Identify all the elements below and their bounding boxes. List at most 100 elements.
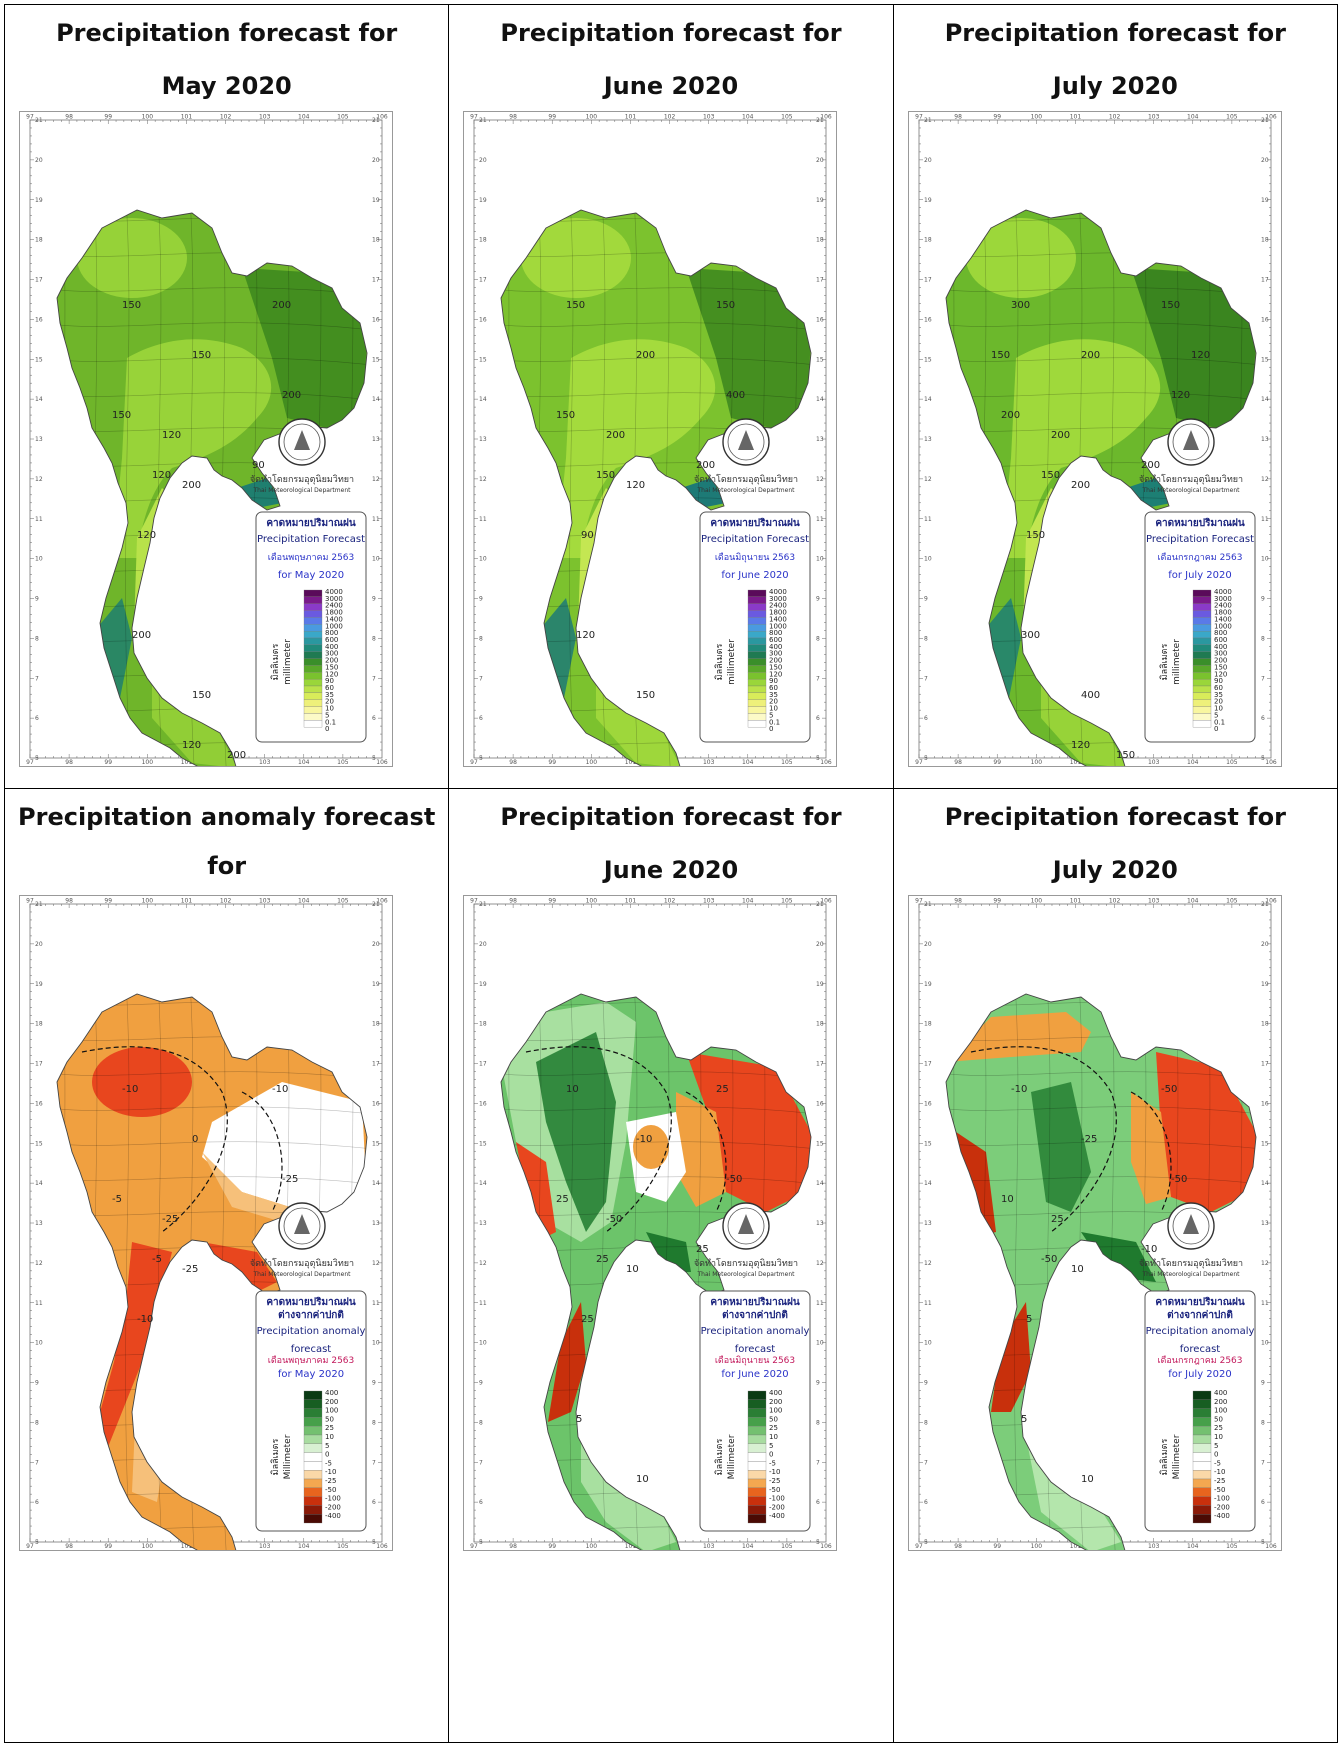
legend-swatch <box>1192 720 1211 728</box>
legend-level-label: -10 <box>325 1468 336 1476</box>
lat-tick-label: 14 <box>372 396 380 403</box>
lat-tick-label: 15 <box>35 356 43 363</box>
lat-tick-label: 20 <box>35 941 43 948</box>
lon-tick-label: 106 <box>821 114 833 121</box>
legend-swatch <box>1192 610 1211 618</box>
lat-tick-label: 21 <box>35 117 43 124</box>
lat-tick-label: 12 <box>1261 476 1269 483</box>
contour-label: 25 <box>696 1244 709 1255</box>
legend-swatch <box>303 1461 323 1471</box>
legend-level-label: 200 <box>1214 1398 1227 1406</box>
legend-unit-thai: มิลลิเมตร <box>714 1439 725 1476</box>
lon-tick-label: 103 <box>1148 114 1160 121</box>
legend-level-label: 120 <box>769 670 782 678</box>
lat-tick-label: 5 <box>816 1539 820 1546</box>
legend-unit-thai: มิลลิเมตร <box>270 644 281 681</box>
lon-tick-label: 105 <box>781 898 793 905</box>
lat-tick-label: 17 <box>924 277 932 284</box>
contour-label: 150 <box>1041 470 1060 481</box>
lon-tick-label: 103 <box>1148 759 1160 766</box>
contour-label: 10 <box>636 1474 649 1485</box>
lon-tick-label: 101 <box>625 1543 637 1550</box>
legend-month-english: for June 2020 <box>722 1369 789 1380</box>
legend-box: คาดหมายปริมาณฝนต่างจากค่าปกติPrecipitati… <box>255 1290 367 1532</box>
legend-title-english: Precipitation Forecast <box>257 534 365 545</box>
lat-tick-label: 17 <box>479 277 487 284</box>
lat-tick-label: 17 <box>816 277 824 284</box>
legend-month-thai: เดือนมิถุนายน 2563 <box>715 552 795 563</box>
lat-tick-label: 21 <box>816 901 824 908</box>
lon-tick-label: 106 <box>376 759 388 766</box>
lon-tick-label: 97 <box>26 759 34 766</box>
contour-label: 120 <box>1191 350 1210 361</box>
contour-label: 25 <box>716 1084 729 1095</box>
legend-level-label: 100 <box>769 1407 782 1415</box>
cell-title-line1: Precipitation anomaly forecast for <box>18 803 436 880</box>
lat-tick-label: 19 <box>924 981 932 988</box>
contour-label: -5 <box>152 1254 162 1265</box>
lon-tick-label: 104 <box>1187 898 1199 905</box>
legend-month-english: for May 2020 <box>278 1369 344 1380</box>
contour-label: 200 <box>132 630 151 641</box>
contour-label: 300 <box>1011 300 1030 311</box>
legend-level-label: 5 <box>769 711 773 719</box>
legend-swatch <box>303 1487 323 1497</box>
lat-tick-label: 9 <box>1261 1380 1265 1387</box>
lat-tick-label: 19 <box>479 981 487 988</box>
lon-tick-label: 98 <box>954 759 962 766</box>
lat-tick-label: 10 <box>1261 556 1269 563</box>
lat-tick-label: 18 <box>372 1021 380 1028</box>
legend-month-english: for May 2020 <box>278 570 344 581</box>
contour-label: 25 <box>581 1314 594 1325</box>
contour-label: 150 <box>122 300 141 311</box>
lat-tick-label: 6 <box>1261 715 1265 722</box>
lat-tick-label: 6 <box>479 715 483 722</box>
legend-month-thai: เดือนมิถุนายน 2563 <box>715 1355 795 1366</box>
legend-swatch <box>303 706 323 714</box>
contour-label: 10 <box>1081 1474 1094 1485</box>
lat-tick-label: 17 <box>35 277 43 284</box>
lat-tick-label: 14 <box>1261 396 1269 403</box>
legend-level-label: 50 <box>1214 1415 1223 1423</box>
cell-title-line2: July 2020 <box>1052 72 1178 100</box>
contour-label: -25 <box>282 1174 298 1185</box>
legend-swatch <box>1192 1478 1211 1488</box>
legend-swatch <box>1192 1461 1211 1471</box>
map-canvas: 9797989899991001001011011021021031031041… <box>471 114 833 766</box>
cell-title-line2: June 2020 <box>603 856 739 884</box>
country-outline <box>945 209 1257 766</box>
lon-tick-label: 97 <box>471 1543 479 1550</box>
lat-tick-label: 20 <box>816 941 824 948</box>
lon-tick-label: 103 <box>703 898 715 905</box>
legend-level-label: 1000 <box>769 622 787 630</box>
contour-label: 120 <box>152 470 171 481</box>
legend-swatch <box>748 672 767 680</box>
contour-label: -50 <box>1161 1084 1177 1095</box>
legend-level-label: 10 <box>769 705 778 713</box>
precip-zone <box>556 339 716 558</box>
contour-label: 200 <box>182 480 201 491</box>
lat-tick-label: 9 <box>816 1380 820 1387</box>
lat-tick-label: 9 <box>924 1380 928 1387</box>
legend-swatch <box>748 596 767 604</box>
legend-swatch <box>1192 672 1211 680</box>
lat-tick-label: 18 <box>372 237 380 244</box>
lon-tick-label: 99 <box>549 759 557 766</box>
contour-label: 10 <box>1071 1264 1084 1275</box>
country-outline <box>56 209 368 766</box>
lat-tick-label: 12 <box>372 476 380 483</box>
lon-tick-label: 99 <box>993 1543 1001 1550</box>
lat-tick-label: 19 <box>372 197 380 204</box>
lat-tick-label: 12 <box>35 1260 43 1267</box>
lat-tick-label: 21 <box>924 117 932 124</box>
lat-tick-label: 7 <box>35 1459 39 1466</box>
legend-swatch <box>303 1408 323 1418</box>
lon-tick-label: 101 <box>181 1543 193 1550</box>
legend-swatch <box>748 630 767 639</box>
legend-swatch <box>748 1443 767 1453</box>
legend-swatch <box>748 610 767 618</box>
lon-tick-label: 102 <box>664 114 676 121</box>
lon-tick-label: 106 <box>376 898 388 905</box>
